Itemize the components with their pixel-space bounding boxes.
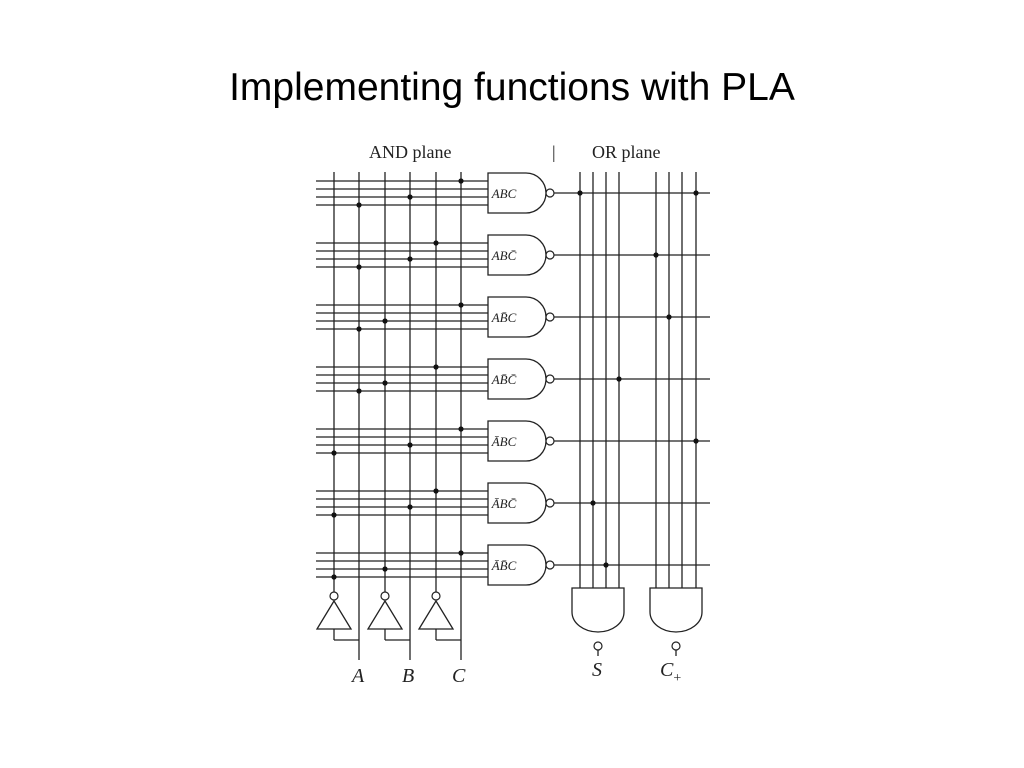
- and-crosspoint-dot: [433, 240, 439, 246]
- and-gate-bubble: [545, 436, 555, 446]
- and-crosspoint-dot: [382, 380, 388, 386]
- and-crosspoint-dot: [356, 388, 362, 394]
- and-crosspoint-dot: [407, 194, 413, 200]
- and-crosspoint-dot: [407, 504, 413, 510]
- and-gate-label: AB̄C̄: [491, 372, 517, 387]
- and-gate-bubble: [545, 312, 555, 322]
- input-label-b: B: [402, 665, 414, 687]
- output-gate-c: [649, 587, 703, 633]
- and-gate-label: AB̄C: [491, 310, 517, 325]
- output-gate-s: [571, 587, 625, 633]
- and-crosspoint-dot: [458, 302, 464, 308]
- input-label-a: A: [350, 665, 365, 687]
- and-crosspoint-dot: [356, 326, 362, 332]
- or-crosspoint-dot: [666, 314, 672, 320]
- inverter-c: [417, 599, 455, 630]
- or-crosspoint-dot: [577, 190, 583, 196]
- inverter-bubble: [431, 591, 441, 601]
- and-crosspoint-dot: [331, 512, 337, 518]
- and-crosspoint-dot: [382, 318, 388, 324]
- and-gate-bubble: [545, 250, 555, 260]
- and-crosspoint-dot: [356, 202, 362, 208]
- and-crosspoint-dot: [433, 364, 439, 370]
- and-gate-label: ABC̄: [491, 248, 517, 263]
- inverter-a: [315, 599, 353, 630]
- or-crosspoint-dot: [590, 500, 596, 506]
- output-label-c-main: C: [660, 659, 674, 681]
- and-crosspoint-dot: [331, 574, 337, 580]
- inverter-b: [366, 599, 404, 630]
- and-gate-bubble: [545, 188, 555, 198]
- or-plane-label: OR plane: [592, 142, 660, 162]
- slide-title: Implementing functions with PLA: [229, 66, 795, 109]
- and-gate-label: ĀBC̄: [491, 496, 517, 511]
- and-crosspoint-dot: [382, 566, 388, 572]
- and-plane-label: AND plane: [369, 142, 451, 162]
- and-gate-label: ĀB̄C: [491, 558, 517, 573]
- gates: [315, 172, 703, 651]
- or-crosspoint-dot: [616, 376, 622, 382]
- and-crosspoint-dot: [433, 488, 439, 494]
- and-gate-bubble: [545, 560, 555, 570]
- or-crosspoint-dot: [693, 190, 699, 196]
- output-label-c-sub: +: [673, 671, 681, 686]
- and-gate-labels: ABC ABC̄ AB̄C AB̄C̄ ĀBC ĀBC̄ ĀB̄C: [491, 186, 517, 573]
- or-crosspoint-dot: [693, 438, 699, 444]
- and-gate-label: ĀBC: [491, 434, 517, 449]
- and-gate-label: ABC: [491, 186, 517, 201]
- output-gate-c-bubble: [671, 641, 681, 651]
- and-crosspoint-dot: [356, 264, 362, 270]
- and-crosspoint-dot: [458, 550, 464, 556]
- plane-separator: |: [552, 142, 556, 162]
- and-crosspoint-dot: [458, 178, 464, 184]
- inverter-bubble: [329, 591, 339, 601]
- output-label-c: C+: [660, 659, 681, 686]
- or-crosspoint-dot: [603, 562, 609, 568]
- output-gate-s-bubble: [593, 641, 603, 651]
- output-label-s: S: [592, 659, 602, 681]
- and-gate-bubble: [545, 374, 555, 384]
- and-gate-bubble: [545, 498, 555, 508]
- input-label-c: C: [452, 665, 466, 687]
- and-crosspoint-dot: [407, 256, 413, 262]
- and-crosspoint-dot: [331, 450, 337, 456]
- or-crosspoint-dot: [653, 252, 659, 258]
- and-crosspoint-dot: [458, 426, 464, 432]
- crosspoint-dots: [331, 178, 699, 580]
- and-crosspoint-dot: [407, 442, 413, 448]
- inverter-bubble: [380, 591, 390, 601]
